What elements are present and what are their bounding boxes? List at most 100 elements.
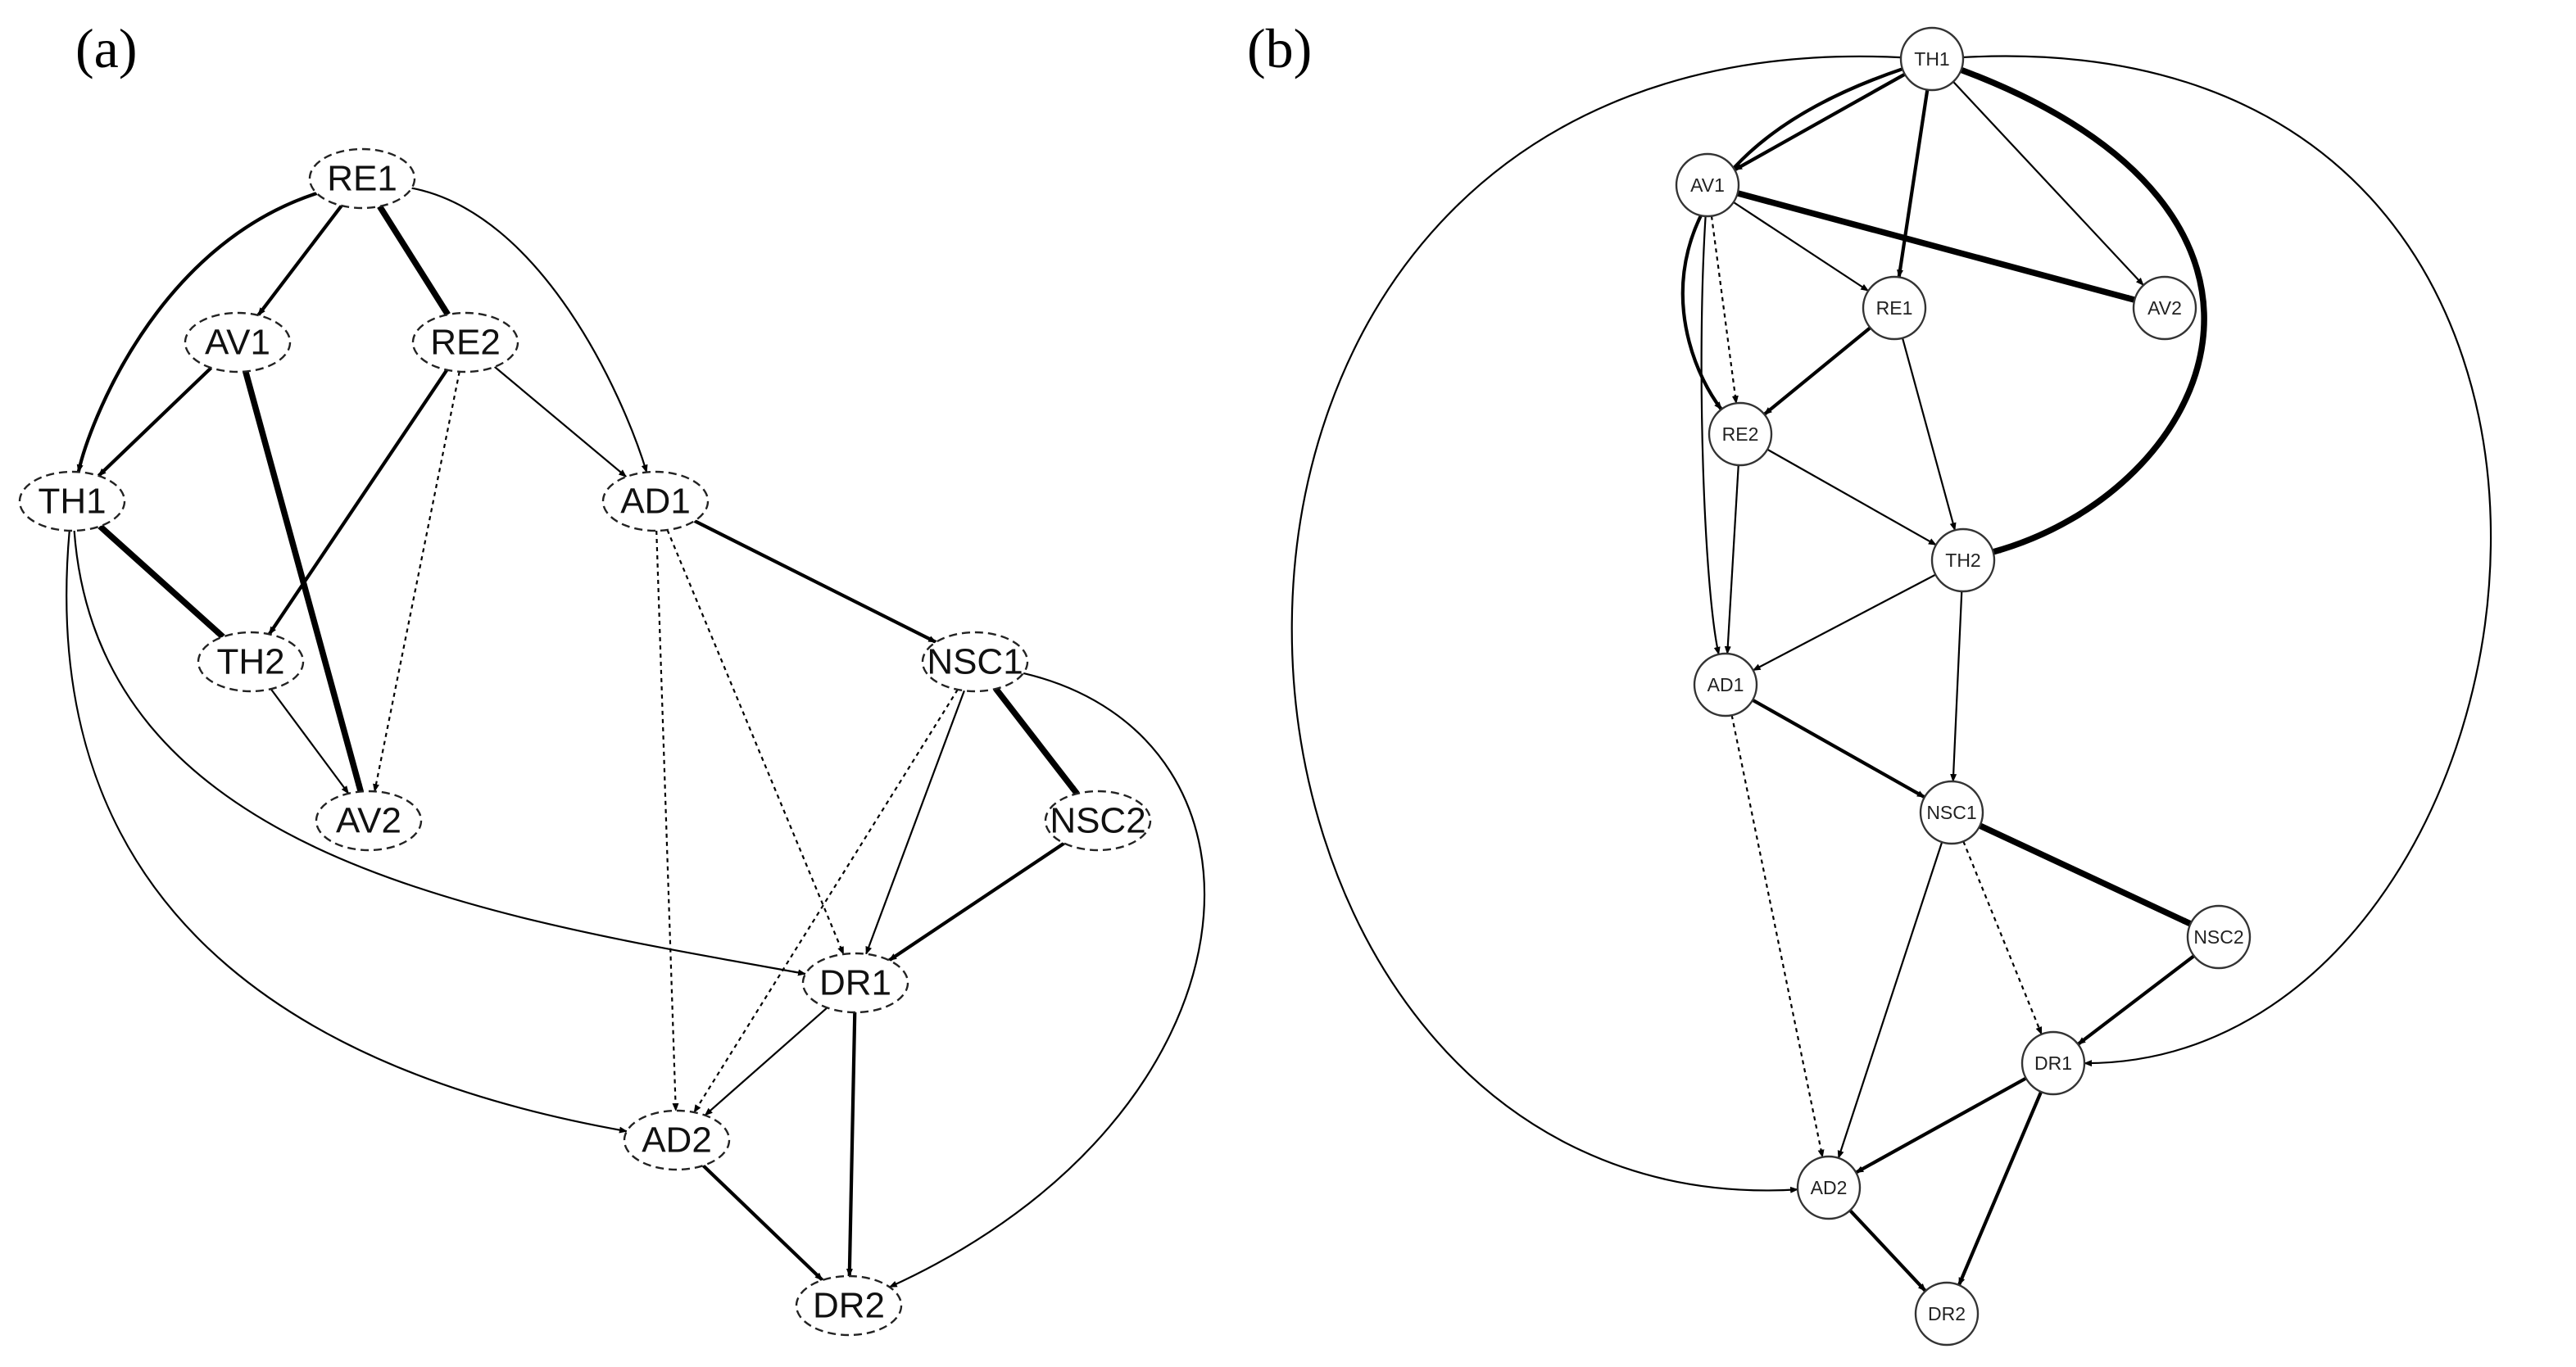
node-shape (1914, 1281, 1980, 1347)
edge-b-nsc1-to-dr1 (1962, 840, 2043, 1035)
panel-label-a: (a) (75, 17, 137, 79)
node-label: TH2 (1945, 550, 1980, 571)
edge-b-th1-to-ad2 (1290, 55, 1902, 1193)
edge-a-th2-to-av2 (270, 688, 350, 794)
edge-a-re2-to-th2 (267, 369, 449, 636)
node-label: AD2 (1811, 1177, 1848, 1198)
node-shape (2020, 1030, 2086, 1096)
node-label: AD2 (642, 1120, 712, 1161)
edge-b-av1-to-av2 (1736, 190, 2136, 303)
edge-a-re1-to-av1 (256, 204, 343, 317)
node-label: RE1 (327, 159, 397, 199)
edge-a-dr1-to-ad2 (704, 1007, 828, 1116)
edge-a-th1-to-dr1 (73, 530, 807, 976)
node-a-ad1: AD1 (601, 470, 710, 532)
node-shape (1693, 652, 1758, 717)
node-shape (315, 790, 423, 852)
edge-b-dr1-to-ad2 (1855, 1076, 2027, 1175)
edge-a-ad1-to-dr1 (666, 529, 845, 955)
node-label: RE1 (1876, 297, 1913, 319)
node-label: AV2 (2147, 297, 2182, 319)
node-label: NSC2 (2193, 926, 2243, 948)
edge-b-nsc2-to-dr1 (2076, 954, 2196, 1046)
panel-label-b: (b) (1247, 17, 1312, 79)
node-shape (795, 1274, 903, 1337)
node-shape (1919, 780, 1984, 845)
edge-a-ad1-to-nsc1 (693, 519, 937, 644)
node-shape (1930, 527, 1996, 593)
node-b-nsc1: NSC1 (1919, 780, 1984, 845)
edge-b-th1-to-dr1 (1962, 55, 2492, 1067)
node-shape (601, 470, 710, 532)
edge-b-ad1-to-ad2 (1730, 715, 1825, 1158)
edge-b-nsc1-to-ad2 (1837, 841, 1943, 1159)
node-label: DR2 (813, 1286, 885, 1326)
edge-b-av1-to-re1 (1733, 201, 1870, 292)
edge-b-re2-to-ad1 (1724, 464, 1739, 655)
node-a-nsc1: NSC1 (921, 631, 1029, 693)
edge-a-re2-to-av2 (373, 371, 460, 793)
edge-b-ad2-to-dr2 (1848, 1209, 1927, 1292)
node-b-re1: RE1 (1862, 275, 1927, 341)
edge-b-nsc1-to-nsc2 (1978, 822, 2193, 927)
edge-b-th1-to-re1 (1897, 89, 1930, 278)
node-label: AD1 (1708, 674, 1744, 695)
edge-a-ad1-to-ad2 (655, 530, 679, 1112)
edge-a-th1-to-th2 (98, 523, 225, 640)
node-shape (1708, 401, 1773, 467)
node-shape (18, 470, 126, 532)
edge-a-th1-to-ad2 (66, 530, 628, 1134)
edge-a-re1-to-th1 (76, 192, 318, 473)
edge-b-th1-to-th2 (1960, 66, 2207, 555)
edge-b-av1-to-ad1 (1700, 215, 1721, 655)
node-shape (1862, 275, 1927, 341)
node-a-av1: AV1 (184, 311, 292, 373)
node-shape (1899, 26, 1965, 92)
edge-b-th1-to-av2 (1952, 81, 2144, 286)
panel-b-edges (1290, 55, 2492, 1292)
node-a-av2: AV2 (315, 790, 423, 852)
node-b-av2: AV2 (2132, 275, 2197, 341)
node-label: NSC2 (1050, 801, 1145, 841)
node-b-ad2: AD2 (1796, 1155, 1862, 1220)
edge-a-nsc1-to-dr2 (888, 672, 1206, 1288)
edge-b-th2-to-ad1 (1752, 573, 1936, 672)
node-label: TH1 (1914, 48, 1949, 70)
node-shape (623, 1109, 731, 1171)
node-a-nsc2: NSC2 (1044, 790, 1152, 852)
node-a-re2: RE2 (411, 311, 519, 373)
node-a-dr2: DR2 (795, 1274, 903, 1337)
node-label: TH2 (216, 642, 284, 682)
edge-a-re2-to-ad1 (494, 366, 628, 478)
node-b-dr1: DR1 (2020, 1030, 2086, 1096)
node-label: RE2 (1722, 423, 1759, 445)
node-a-re1: RE1 (308, 147, 416, 210)
edge-a-nsc1-to-dr1 (865, 690, 965, 955)
edge-a-nsc2-to-dr1 (888, 841, 1065, 962)
node-shape (184, 311, 292, 373)
node-label: AV1 (1690, 174, 1725, 196)
edge-a-nsc1-to-ad2 (693, 689, 959, 1113)
node-shape (411, 311, 519, 373)
edge-a-re1-to-ad1 (411, 187, 648, 473)
node-a-th1: TH1 (18, 470, 126, 532)
edge-a-dr1-to-dr2 (846, 1012, 857, 1277)
node-a-dr1: DR1 (801, 952, 909, 1014)
edge-b-re2-to-th2 (1766, 448, 1937, 546)
node-shape (2132, 275, 2197, 341)
edge-b-th1-to-re2 (1680, 67, 1903, 411)
edge-b-th1-to-av1 (1734, 72, 1906, 172)
node-shape (801, 952, 909, 1014)
panel-a-edges (66, 187, 1206, 1288)
edge-b-re1-to-th2 (1901, 337, 1957, 532)
edge-b-ad1-to-nsc1 (1752, 698, 1925, 799)
node-shape (1044, 790, 1152, 852)
node-b-th2: TH2 (1930, 527, 1996, 593)
node-label: NSC1 (927, 642, 1023, 682)
node-shape (921, 631, 1029, 693)
node-label: RE2 (430, 323, 501, 363)
